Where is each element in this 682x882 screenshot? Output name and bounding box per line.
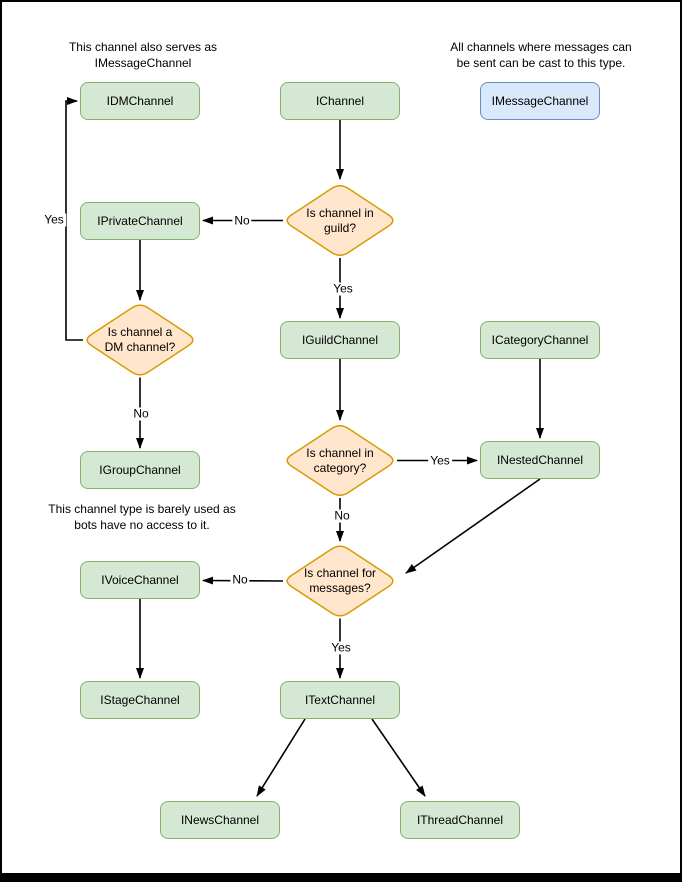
edge-label-no-to-private: No (232, 213, 252, 227)
edge-dm-decision-to-idmchannel (65, 97, 83, 341)
node-idmchannel: IDMChannel (80, 82, 200, 120)
edge-inestedchannel-to-messages-decision (405, 478, 541, 574)
edge-label-no-to-voice: No (230, 572, 250, 587)
node-inewschannel: INewsChannel (160, 801, 280, 839)
edge-itextchannel-to-ithreadchannel (371, 718, 426, 797)
decision-guild-label: Is channel in guild? (306, 205, 374, 235)
note-imessagechannel: All channels where messages can be sent … (450, 40, 632, 70)
decision-dm-label: Is channel a DM channel? (104, 325, 176, 354)
node-ichannel: IChannel (280, 82, 400, 120)
note-igroupchannel: This channel type is barely used as bots… (48, 502, 236, 532)
decision-category-label: Is channel in category? (306, 445, 374, 475)
edge-label-no-to-group: No (131, 406, 151, 421)
node-imessagechannel: IMessageChannel (480, 82, 600, 120)
edge-label-yes-to-nested: Yes (428, 453, 452, 467)
node-istagechannel: IStageChannel (80, 681, 200, 719)
decision-messages-label: Is channel for messages? (303, 566, 377, 595)
node-ivoicechannel: IVoiceChannel (80, 561, 200, 599)
edge-itextchannel-to-inewschannel (256, 718, 306, 797)
node-inestedchannel: INestedChannel (480, 441, 600, 479)
node-iprivatechannel: IPrivateChannel (80, 202, 200, 240)
node-ithreadchannel: IThreadChannel (400, 801, 520, 839)
node-igroupchannel: IGroupChannel (80, 451, 200, 489)
note-idmchannel: This channel also serves as IMessageChan… (68, 40, 218, 70)
edge-label-yes-to-guild: Yes (331, 281, 355, 296)
edge-label-no-to-messages: No (332, 508, 352, 523)
node-iguildchannel: IGuildChannel (280, 321, 400, 359)
edge-label-yes-to-idm: Yes (42, 212, 66, 226)
node-itextchannel: ITextChannel (280, 681, 400, 719)
edge-label-yes-to-text: Yes (329, 640, 353, 655)
node-icategorychannel: ICategoryChannel (480, 321, 600, 359)
